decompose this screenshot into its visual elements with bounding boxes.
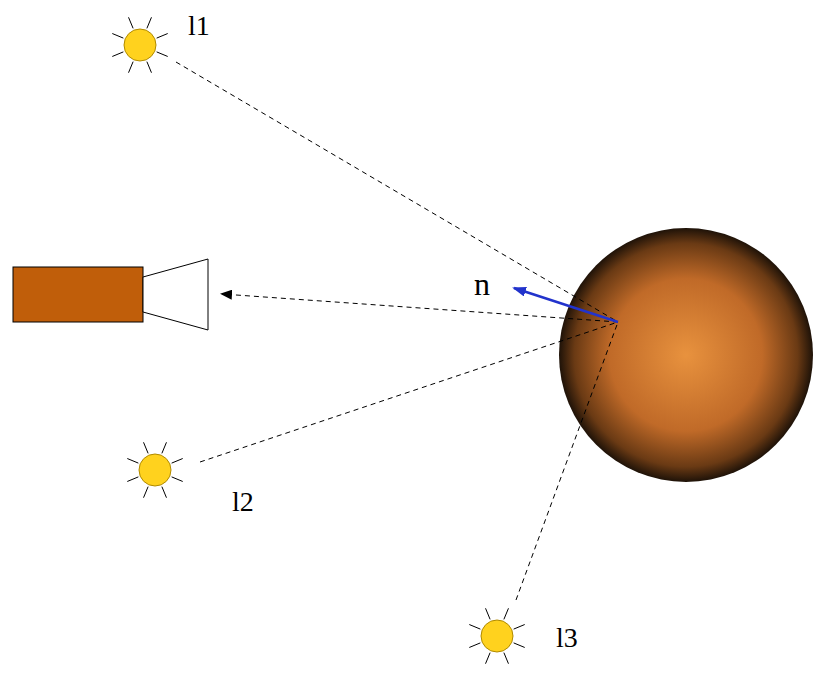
camera: [13, 259, 208, 330]
light-source: [112, 17, 167, 72]
sphere: [559, 228, 813, 482]
light-rays: [176, 62, 618, 600]
light-source: [469, 608, 524, 663]
light-label: l2: [232, 488, 254, 516]
light-label: l3: [556, 624, 578, 652]
light-source: [127, 442, 182, 497]
light-label: l1: [188, 12, 210, 40]
normal-arrow: [514, 288, 618, 322]
normal-label: n: [474, 268, 490, 300]
